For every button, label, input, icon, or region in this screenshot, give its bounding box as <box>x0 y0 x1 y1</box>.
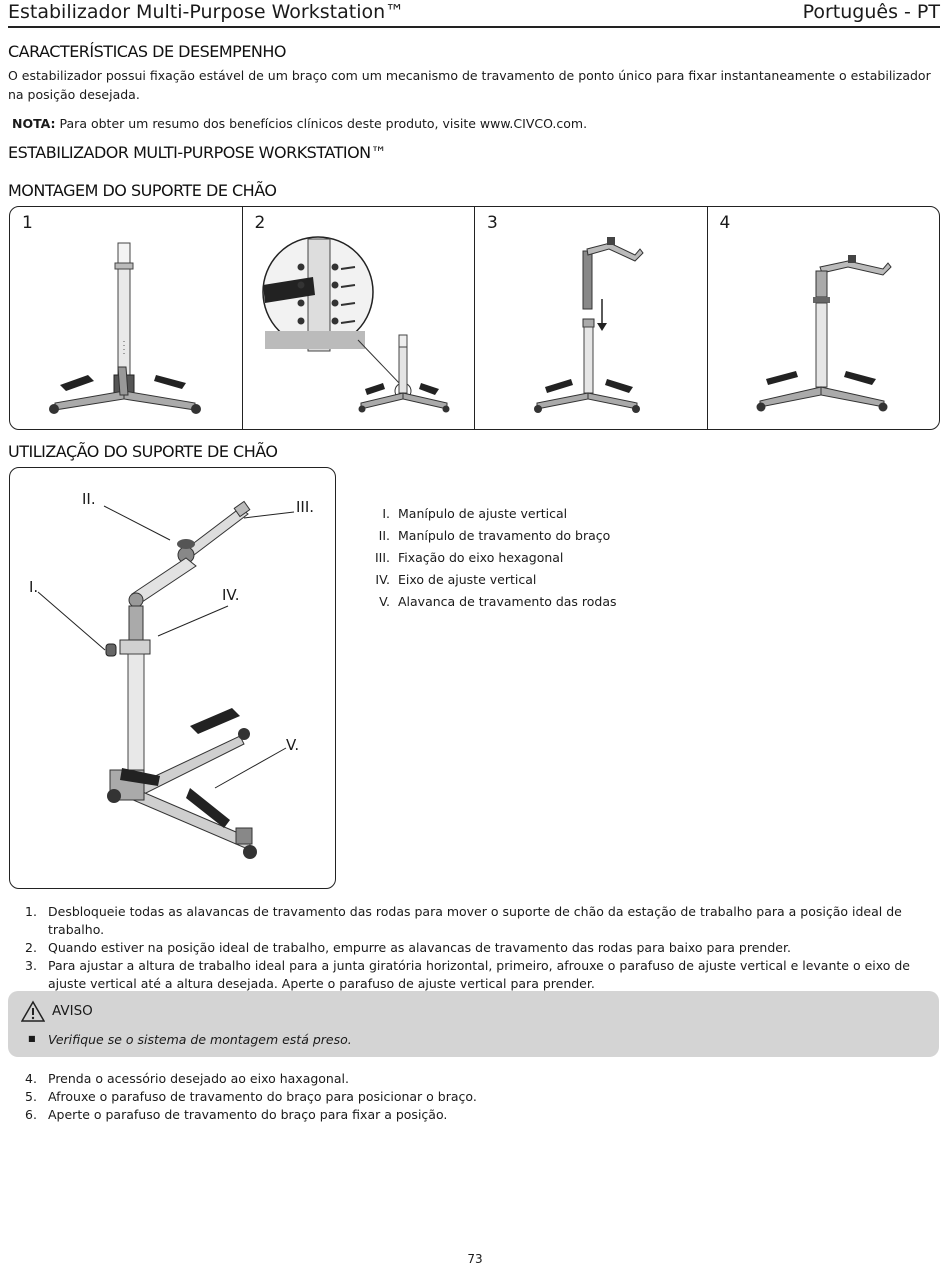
assembly-panel-4: 4 <box>708 207 940 429</box>
instruction-step: 3.Para ajustar a altura de trabalho idea… <box>25 958 910 991</box>
bolt-detail-illustration <box>261 236 449 413</box>
component-legend: I.Manípulo de ajuste vertical II.Manípul… <box>360 506 617 616</box>
callout-iii: III. <box>296 498 315 516</box>
document-title: Estabilizador Multi-Purpose Workstation™ <box>8 1 405 23</box>
floor-stand-labeled-illustration <box>37 500 295 859</box>
assembled-stand-illustration <box>756 255 892 412</box>
assembly-panel-1: 1 <box>10 207 243 429</box>
arm-insertion-illustration <box>534 237 644 413</box>
bullet-icon: ■ <box>28 1034 36 1043</box>
warning-triangle-icon <box>21 1000 45 1022</box>
instruction-step: 1.Desbloqueie todas as alavancas de trav… <box>25 904 902 937</box>
callout-iv: IV. <box>222 586 240 604</box>
callout-i: I. <box>29 578 39 596</box>
assembly-panel-2: 2 <box>243 207 475 429</box>
panel-number: 1 <box>22 213 33 233</box>
usage-figure: II. III. I. IV. V. <box>9 467 336 889</box>
note-text: Para obter um resumo dos benefícios clín… <box>59 116 588 131</box>
callout-ii: II. <box>82 490 96 508</box>
legend-item: III.Fixação do eixo hexagonal <box>374 550 564 565</box>
instruction-steps-4-6: 4.Prenda o acessório desejado ao eixo ha… <box>25 1070 930 1124</box>
language-label: Português - PT <box>802 1 940 23</box>
legend-item: I.Manípulo de ajuste vertical <box>382 506 568 521</box>
floor-stand-base-illustration <box>49 242 201 414</box>
panel-number: 4 <box>719 213 731 233</box>
callout-v: V. <box>286 736 300 754</box>
performance-text: O estabilizador possui fixação estável d… <box>8 68 931 102</box>
assembly-panel-3: 3 <box>475 207 708 429</box>
note: NOTA: Para obter um resumo dos benefício… <box>12 116 587 131</box>
legend-item: IV.Eixo de ajuste vertical <box>375 572 537 587</box>
assembly-figure-strip: 1 2 <box>9 206 940 430</box>
assembly-heading: MONTAGEM DO SUPORTE DE CHÃO <box>8 181 277 200</box>
warning-box: AVISO ■ Verifique se o sistema de montag… <box>8 991 939 1057</box>
page-number: 73 <box>467 1252 483 1266</box>
page-header: Estabilizador Multi-Purpose Workstation™… <box>8 0 940 28</box>
performance-heading: CARACTERÍSTICAS DE DESEMPENHO <box>8 42 287 61</box>
instruction-step: 4.Prenda o acessório desejado ao eixo ha… <box>25 1071 349 1086</box>
instruction-step: 2.Quando estiver na posição ideal de tra… <box>25 940 791 955</box>
panel-number: 2 <box>254 213 266 233</box>
warning-title: AVISO <box>52 1003 93 1019</box>
panel-number: 3 <box>487 213 498 233</box>
instruction-step: 6.Aperte o parafuso de travamento do bra… <box>25 1107 448 1122</box>
warning-text: Verifique se o sistema de montagem está … <box>48 1032 352 1047</box>
instruction-steps-1-3: 1.Desbloqueie todas as alavancas de trav… <box>25 903 930 993</box>
instruction-step: 5.Afrouxe o parafuso de travamento do br… <box>25 1089 477 1104</box>
note-label: NOTA: <box>12 116 56 131</box>
stabilizer-heading: ESTABILIZADOR MULTI-PURPOSE WORKSTATION™ <box>8 143 387 162</box>
legend-item: II.Manípulo de travamento do braço <box>378 528 611 543</box>
usage-heading: UTILIZAÇÃO DO SUPORTE DE CHÃO <box>8 442 278 461</box>
legend-item: V.Alavanca de travamento das rodas <box>379 594 617 609</box>
